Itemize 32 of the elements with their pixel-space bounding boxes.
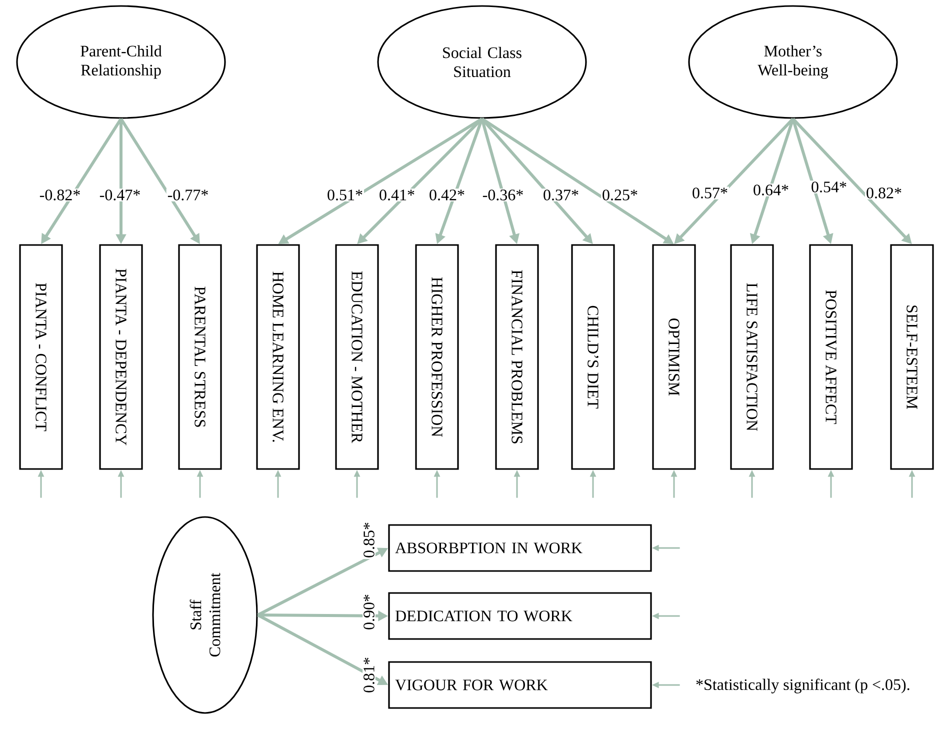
indicator-box: EDUCATION - MOTHER — [335, 244, 379, 470]
edge-label: 0.85* — [362, 521, 376, 559]
edge-label: -0.82* — [38, 188, 82, 202]
edge-label: 0.41* — [378, 188, 416, 202]
edge-label: -0.47* — [98, 188, 142, 202]
edge-label: 0.90* — [362, 593, 376, 631]
indicator-box: POSITIVE AFFECT — [809, 244, 853, 470]
edge-label: 0.51* — [326, 188, 364, 202]
edge-label: 0.42* — [428, 188, 466, 202]
indicator-box: ABSORBPTION IN WORK — [388, 524, 652, 572]
indicator-box: CHILD’S DIET — [571, 244, 615, 470]
indicator-box: PIANTA - DEPENDENCY — [99, 244, 143, 470]
indicator-box: PARENTAL STRESS — [178, 244, 222, 470]
indicator-box: HIGHER PROFESSION — [415, 244, 459, 470]
indicator-box: PIANTA - CONFLICT — [19, 244, 63, 470]
edge-label: 0.64* — [752, 184, 790, 196]
indicator-box: SELF-ESTEEM — [890, 244, 934, 470]
footnote: *Statistically significant (p <.05). — [696, 678, 910, 694]
edge-label: -0.77* — [166, 188, 210, 202]
indicator-box: LIFE SATISFACTION — [730, 244, 774, 470]
indicator-box: HOME LEARNING ENV. — [256, 244, 300, 470]
edge-label: -0.36* — [481, 188, 525, 202]
edge-label: 0.57* — [691, 186, 729, 200]
edge-label: 0.25* — [601, 188, 639, 202]
edge-label: 0.82* — [865, 186, 903, 200]
indicator-box: DEDICATION TO WORK — [388, 592, 652, 640]
edge-label: 0.54* — [810, 180, 848, 194]
indicator-box: FINANCIAL PROBLEMS — [495, 244, 539, 470]
edge-label: 0.37* — [542, 188, 580, 202]
indicator-box: VIGOUR FOR WORK — [388, 661, 652, 709]
edge-label: 0.81* — [362, 656, 376, 694]
indicator-box: OPTIMISM — [652, 244, 696, 470]
